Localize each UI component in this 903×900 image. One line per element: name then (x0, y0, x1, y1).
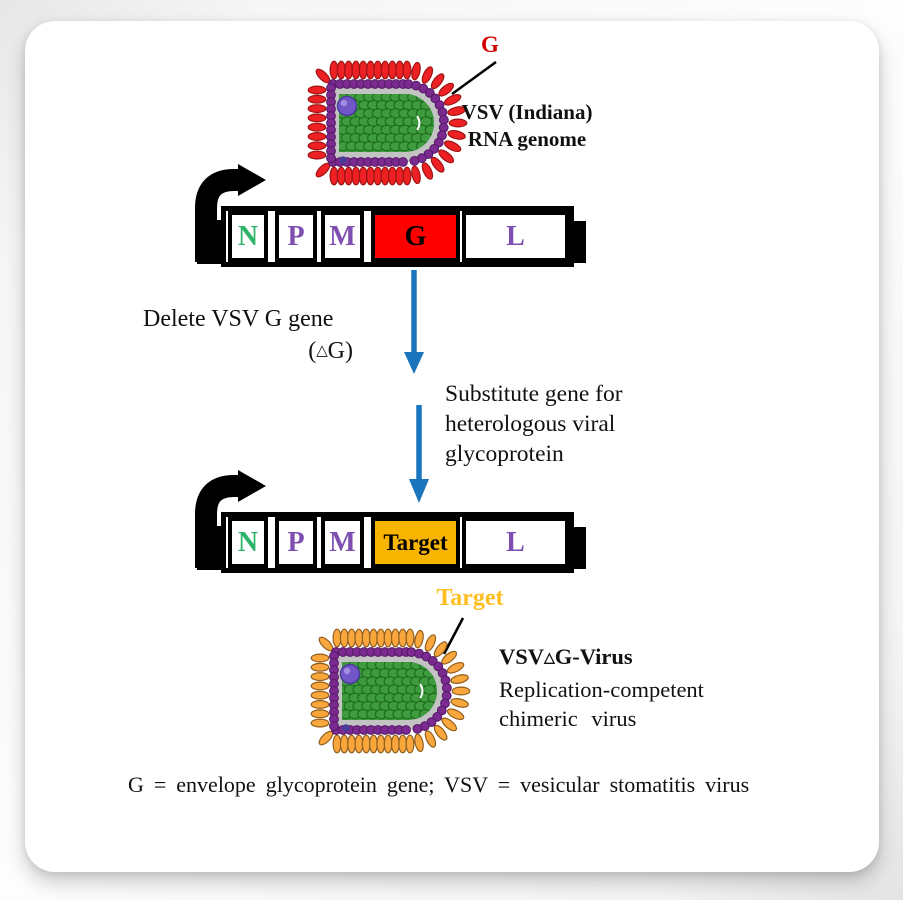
delete-step-text: Delete VSV G gene (△G) (143, 303, 355, 370)
gene2-label-l: L (506, 527, 525, 558)
delete-step-line1: Delete VSV G gene (143, 306, 334, 332)
gene2-label-target: Target (383, 530, 448, 555)
virus-name-delta: △ (544, 650, 555, 666)
substitute-step-text: Substitute gene for heterologous viral g… (445, 379, 623, 469)
gene-box-l: L (462, 211, 569, 262)
gene-label-g: G (404, 221, 427, 252)
g-spike-callout-line (451, 60, 497, 96)
target-spike-callout-line (442, 617, 465, 655)
promoter-arrow (195, 164, 266, 262)
flow-arrow-2 (409, 405, 429, 503)
target-spike-label: Target (420, 585, 520, 612)
gene-label-p: P (287, 221, 305, 252)
chimeric-virus-name: VSV△G-Virus (499, 642, 704, 675)
gene-box-g: G (371, 211, 460, 262)
promoter-arrow-2 (195, 470, 266, 568)
chimeric-virus-desc2: chimeric virus (499, 706, 637, 731)
gene2-box-m: M (321, 517, 364, 568)
gene-box-m: M (321, 211, 364, 262)
g-spike-label-text: G (481, 32, 499, 57)
footnote: G = envelope glycoprotein gene; VSV = ve… (128, 772, 750, 797)
chimeric-virus-desc1: Replication-competent (499, 677, 704, 702)
substitute-line1: Substitute gene for (445, 381, 623, 407)
gene-label-l: L (506, 221, 525, 252)
gene-label-n: N (237, 221, 259, 252)
gene-box-n: N (228, 211, 268, 262)
delete-paren-rest: G) (327, 338, 353, 364)
gene2-box-n: N (228, 517, 268, 568)
target-spike-label-text: Target (436, 585, 504, 611)
virus-name-prefix: VSV (499, 644, 545, 669)
gene2-label-p: P (287, 527, 305, 558)
gene2-box-target: Target (371, 517, 460, 568)
gene-box-p: P (275, 211, 317, 262)
g-spike-label: G (481, 32, 499, 58)
substitute-line3: glycoprotein (445, 441, 564, 467)
gene2-box-p: P (275, 517, 317, 568)
top-virus-caption-line1: VSV (Indiana) (461, 100, 593, 124)
delta-symbol: △ (316, 343, 328, 360)
delete-paren-open: ( (308, 338, 317, 364)
gene2-label-m: M (329, 527, 356, 558)
gene-label-m: M (329, 221, 356, 252)
substitute-line2: heterologous viral (445, 411, 616, 437)
top-virus-caption: VSV (Indiana) RNA genome (460, 99, 594, 153)
virus-name-suffix: G-Virus (554, 644, 633, 669)
bottom-virus-caption: VSV△G-Virus Replication-competent chimer… (499, 642, 704, 733)
vsv-wildtype-virion-illustration (307, 60, 468, 186)
flow-arrow-1 (404, 270, 424, 374)
top-virus-caption-line2: RNA genome (467, 127, 587, 151)
gene2-label-n: N (237, 527, 259, 558)
vsv-chimeric-virion-illustration (310, 628, 471, 754)
delete-step-line2: (△G) (143, 335, 355, 370)
gene2-box-l: L (462, 517, 569, 568)
